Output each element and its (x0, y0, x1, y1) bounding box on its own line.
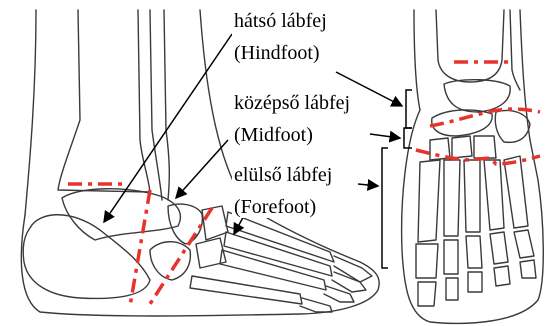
hindfoot-name: hátsó lábfej (234, 10, 327, 32)
tibia-bone (58, 10, 150, 192)
midfoot-latin: (Midfoot) (234, 124, 350, 146)
leg-outline (25, 10, 36, 215)
fibula-bone (150, 10, 162, 200)
midfoot-name: középső lábfej (234, 92, 350, 114)
hindfoot-bracket (406, 90, 412, 128)
chopart-joint-marker (130, 190, 150, 306)
midfoot-lateral-arrow (176, 140, 228, 198)
forefoot-dorsal-arrow (358, 184, 378, 186)
dorsal-joint-markers (416, 62, 540, 164)
midfoot-dorsal-arrow (370, 134, 400, 138)
region-brackets (382, 90, 412, 268)
forefoot-latin: (Forefoot) (234, 196, 332, 218)
hindfoot-latin: (Hindfoot) (234, 42, 327, 64)
dorsal-lisfranc-marker (416, 150, 540, 164)
calcaneus-bone (23, 215, 150, 299)
forefoot-bracket (382, 148, 388, 268)
midfoot-label: középső lábfej (Midfoot) (232, 92, 352, 146)
cuboid-bone (150, 242, 190, 280)
hindfoot-label: hátsó lábfej (Hindfoot) (232, 10, 329, 64)
forefoot-name: elülső lábfej (234, 164, 332, 186)
forefoot-label: elülső lábfej (Forefoot) (232, 164, 334, 218)
dorsal-foot-view (402, 10, 544, 323)
navicular-bone (168, 204, 202, 244)
